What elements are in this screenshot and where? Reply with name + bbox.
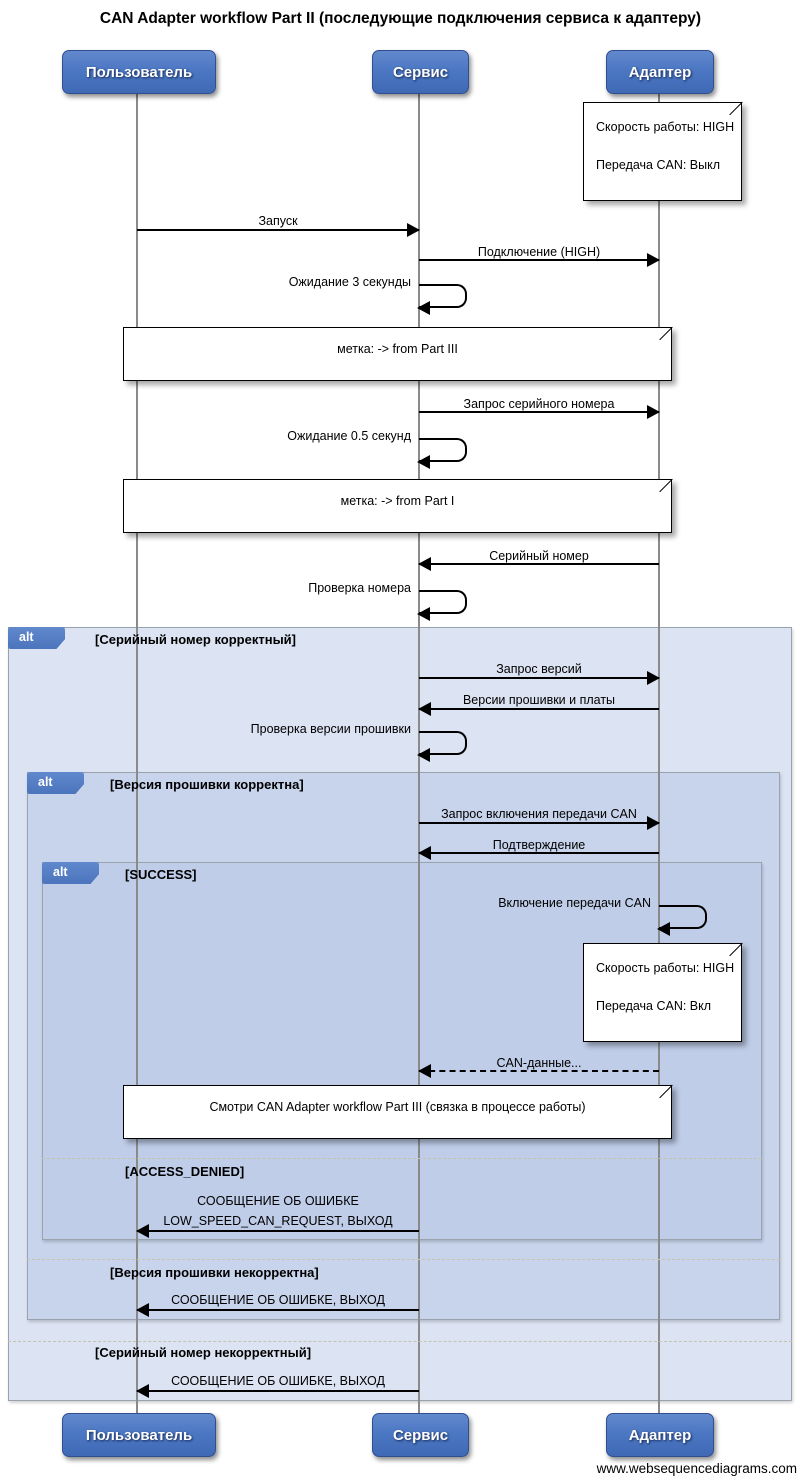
actor-adapter-bottom: Адаптер bbox=[606, 1413, 714, 1457]
message-label-error-exit-fw: СООБЩЕНИЕ ОБ ОШИБКЕ, ВЫХОД bbox=[171, 1293, 385, 1307]
watermark-websequencediagrams: www.websequencediagrams.com bbox=[596, 1461, 797, 1476]
self-message-wait-3s bbox=[417, 284, 467, 315]
message-arrow-error-exit-fw bbox=[136, 1303, 419, 1317]
message-label-versions: Версии прошивки и платы bbox=[462, 693, 616, 707]
message-arrow-ack bbox=[418, 846, 659, 860]
message-label-check-fw: Проверка версии прошивки bbox=[250, 722, 411, 736]
note-text: Смотри CAN Adapter workflow Part III (св… bbox=[209, 1100, 586, 1114]
message-arrow-versions bbox=[418, 702, 659, 716]
alt-tab-firmware: alt bbox=[27, 772, 84, 794]
message-label-connect-high: Подключение (HIGH) bbox=[477, 245, 601, 259]
message-label-request-enable-can: Запрос включения передачи CAN bbox=[441, 807, 637, 821]
alt-tab-success: alt bbox=[42, 862, 99, 884]
actor-user-top: Пользователь bbox=[62, 50, 216, 94]
note-text: метка: -> from Part I bbox=[340, 494, 455, 508]
message-label-error-exit-serial: СООБЩЕНИЕ ОБ ОШИБКЕ, ВЫХОД bbox=[171, 1374, 385, 1388]
message-arrow-request-serial bbox=[419, 405, 660, 419]
diagram-title: CAN Adapter workflow Part II (последующи… bbox=[99, 10, 702, 27]
alt-condition-access-denied: [ACCESS_DENIED] bbox=[125, 1164, 245, 1179]
alt-condition-fw-bad: [Версия прошивки некорректна] bbox=[110, 1265, 319, 1280]
alt-divider-firmware bbox=[27, 1259, 780, 1260]
folded-corner-icon bbox=[659, 326, 673, 341]
self-message-check-number bbox=[417, 590, 467, 621]
message-label-serial-number: Серийный номер bbox=[489, 549, 589, 563]
message-arrow-can-data bbox=[418, 1064, 659, 1078]
actor-service-bottom: Сервис bbox=[372, 1413, 469, 1457]
note-text: Передача CAN: Вкл bbox=[596, 999, 712, 1013]
note-text: Передача CAN: Выкл bbox=[596, 158, 721, 172]
folded-corner-icon bbox=[729, 942, 743, 957]
alt-divider-success bbox=[42, 1158, 762, 1159]
message-arrow-serial-number bbox=[418, 557, 659, 571]
self-message-wait-05s bbox=[417, 438, 467, 469]
alt-frame-success bbox=[42, 862, 762, 1240]
note-mark-from-part3: метка: -> from Part III bbox=[123, 326, 673, 381]
actor-adapter-top: Адаптер bbox=[606, 50, 714, 94]
lifeline-adapter bbox=[658, 92, 660, 1414]
actor-user-bottom: Пользователь bbox=[62, 1413, 216, 1457]
message-label-error-line2: LOW_SPEED_CAN_REQUEST, ВЫХОД bbox=[163, 1214, 393, 1228]
message-label-ack: Подтверждение bbox=[492, 838, 586, 852]
folded-corner-icon bbox=[659, 1084, 673, 1099]
note-text: Скорость работы: HIGH bbox=[596, 120, 735, 134]
message-arrow-request-versions bbox=[419, 671, 660, 685]
folded-corner-icon bbox=[659, 478, 673, 493]
message-label-error-line1: СООБЩЕНИЕ ОБ ОШИБКЕ bbox=[197, 1194, 359, 1208]
actor-service-top: Сервис bbox=[372, 50, 469, 94]
note-adapter-state-off: Скорость работы: HIGH Передача CAN: Выкл bbox=[583, 101, 743, 201]
note-mark-from-part1: метка: -> from Part I bbox=[123, 478, 673, 533]
self-message-check-fw bbox=[417, 731, 467, 762]
message-label-wait-05s: Ожидание 0.5 секунд bbox=[287, 429, 411, 443]
alt-condition-fw-ok: [Версия прошивки корректна] bbox=[110, 777, 304, 792]
message-arrow-start bbox=[137, 223, 420, 237]
note-see-part3: Смотри CAN Adapter workflow Part III (св… bbox=[123, 1084, 673, 1139]
note-adapter-state-on: Скорость работы: HIGH Передача CAN: Вкл bbox=[583, 942, 743, 1042]
self-message-enable-can bbox=[657, 905, 707, 936]
message-label-start: Запуск bbox=[258, 214, 298, 228]
message-label-request-serial: Запрос серийного номера bbox=[463, 397, 615, 411]
alt-condition-success: [SUCCESS] bbox=[125, 867, 197, 882]
message-arrow-error-exit-serial bbox=[136, 1384, 419, 1398]
folded-corner-icon bbox=[729, 101, 743, 116]
alt-condition-serial-bad: [Серийный номер некорректный] bbox=[95, 1345, 312, 1360]
alt-condition-serial-ok: [Серийный номер корректный] bbox=[95, 632, 296, 647]
message-label-can-data: CAN-данные... bbox=[496, 1056, 582, 1070]
alt-tab-serial: alt bbox=[8, 627, 65, 649]
alt-divider-serial bbox=[8, 1341, 792, 1342]
message-arrow-connect-high bbox=[419, 253, 660, 267]
note-text: метка: -> from Part III bbox=[337, 342, 458, 356]
message-arrow-request-enable-can bbox=[419, 816, 660, 830]
message-label-enable-can: Включение передачи CAN bbox=[498, 896, 651, 910]
lifeline-user bbox=[136, 92, 138, 1414]
message-arrow-error-denied bbox=[136, 1224, 419, 1238]
message-label-check-number: Проверка номера bbox=[308, 581, 411, 595]
message-label-request-versions: Запрос версий bbox=[496, 662, 582, 676]
note-text: Скорость работы: HIGH bbox=[596, 961, 735, 975]
message-label-wait-3s: Ожидание 3 секунды bbox=[288, 275, 411, 289]
